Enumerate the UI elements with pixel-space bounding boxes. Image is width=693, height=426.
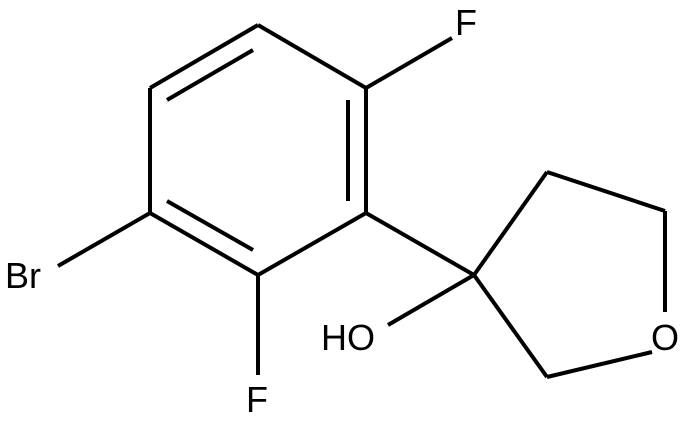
bond-c5-c6-inner [166, 199, 254, 252]
bromine-label: Br [5, 255, 41, 296]
bond-c5-c6 [149, 211, 259, 277]
bond-c3-f [364, 36, 454, 90]
fluorine-bottom-label: F [246, 379, 268, 420]
hydroxyl-label: HO [321, 317, 375, 358]
bond-o-c2prime [546, 350, 653, 379]
fluorine-top-label: F [455, 2, 477, 43]
bond-c6-br [57, 211, 151, 268]
bond-c1-c2 [148, 23, 260, 90]
bond-c2prime-c3prime [472, 273, 549, 379]
bond-c2-c3 [256, 23, 368, 90]
bond-aryl-c3prime [365, 211, 475, 277]
bond-c1-c2-inner [165, 48, 255, 102]
bond-c4prime-c5prime [546, 170, 666, 213]
bond-c4-c5 [257, 211, 367, 277]
bond-c3prime-oh [386, 273, 476, 327]
bond-c3prime-c4prime [472, 170, 549, 277]
ring-oxygen-label: O [651, 317, 680, 358]
